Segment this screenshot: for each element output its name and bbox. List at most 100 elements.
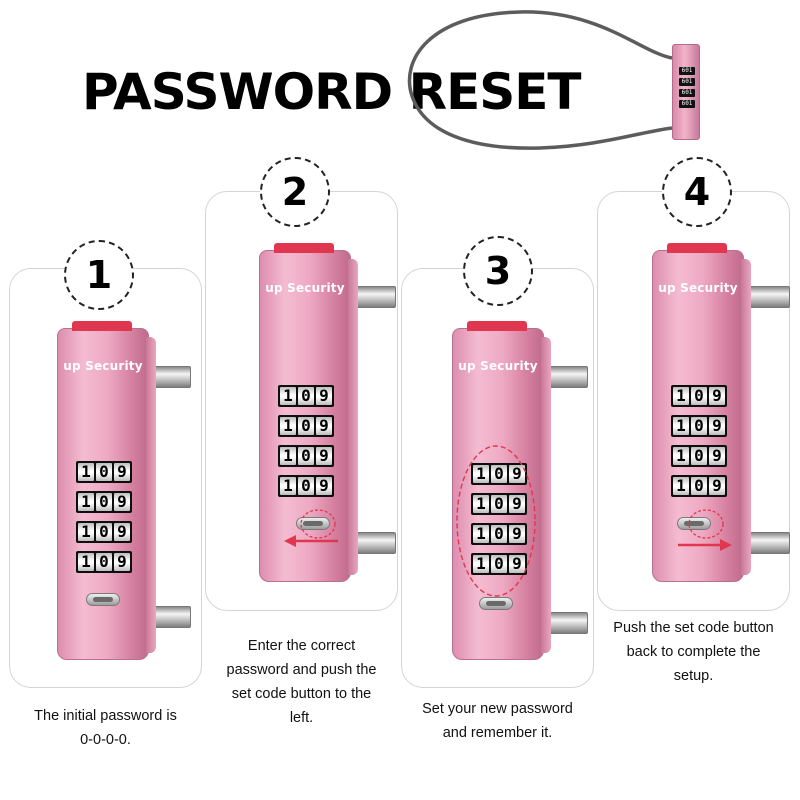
digit[interactable]: 1 [280, 417, 296, 435]
mini-dial: 601 [679, 78, 695, 86]
digit[interactable]: 9 [709, 477, 725, 495]
set-code-button[interactable] [677, 517, 711, 530]
step-caption-3: Set your new password and remember it. [401, 697, 594, 745]
digit[interactable]: 1 [473, 555, 489, 573]
digit[interactable]: 1 [473, 525, 489, 543]
digit[interactable]: 9 [709, 447, 725, 465]
digit[interactable]: 9 [509, 465, 525, 483]
digit[interactable]: 1 [78, 493, 94, 511]
step-number-1: 1 [64, 240, 134, 310]
brand-label: up Security [63, 359, 143, 373]
digit[interactable]: 0 [491, 525, 507, 543]
digit[interactable]: 0 [96, 493, 112, 511]
lock-top [274, 243, 334, 253]
brand-label: up Security [458, 359, 538, 373]
digit[interactable]: 1 [473, 465, 489, 483]
digit[interactable]: 1 [673, 417, 689, 435]
digit[interactable]: 0 [691, 387, 707, 405]
digit[interactable]: 1 [78, 463, 94, 481]
digit[interactable]: 0 [96, 523, 112, 541]
caption-line: and remember it. [442, 725, 553, 741]
set-code-button[interactable] [479, 597, 513, 610]
highlight-ellipse-icon [456, 445, 536, 597]
digit[interactable]: 0 [298, 477, 314, 495]
lock-side [348, 259, 358, 575]
mini-dial: 601 [679, 100, 695, 108]
digit[interactable]: 1 [673, 387, 689, 405]
digit[interactable]: 1 [280, 447, 296, 465]
step-caption-2: Enter the correct password and push the … [205, 634, 398, 730]
digit[interactable]: 9 [316, 447, 332, 465]
arrow-left-icon [284, 535, 338, 547]
digit[interactable]: 9 [316, 477, 332, 495]
lock-top [72, 321, 132, 331]
digit[interactable]: 9 [114, 523, 130, 541]
digit[interactable]: 0 [298, 447, 314, 465]
digit[interactable]: 0 [691, 417, 707, 435]
step-number-3: 3 [463, 236, 533, 306]
lock-side [146, 337, 156, 653]
digit[interactable]: 1 [78, 553, 94, 571]
lock-top [667, 243, 727, 253]
digit[interactable]: 9 [709, 387, 725, 405]
digit[interactable]: 9 [509, 495, 525, 513]
digit[interactable]: 9 [509, 525, 525, 543]
digit[interactable]: 0 [491, 495, 507, 513]
digit[interactable]: 9 [114, 553, 130, 571]
arrow-right-icon [678, 539, 732, 551]
lock-top [467, 321, 527, 331]
caption-line: 0-0-0-0. [80, 732, 131, 748]
digit[interactable]: 1 [673, 447, 689, 465]
page-title: PASSWORD RESET [82, 63, 582, 121]
digit[interactable]: 1 [673, 477, 689, 495]
mini-dial: 601 [679, 67, 695, 75]
digit[interactable]: 9 [509, 555, 525, 573]
brand-label: up Security [658, 281, 738, 295]
lock-side [741, 259, 751, 575]
digit[interactable]: 0 [298, 417, 314, 435]
digit[interactable]: 0 [691, 477, 707, 495]
caption-line: left. [289, 710, 314, 726]
digit[interactable]: 0 [491, 465, 507, 483]
digit[interactable]: 1 [280, 387, 296, 405]
digit[interactable]: 9 [316, 417, 332, 435]
set-code-button[interactable] [86, 593, 120, 606]
digit[interactable]: 0 [298, 387, 314, 405]
digit[interactable]: 0 [691, 447, 707, 465]
digit[interactable]: 9 [114, 493, 130, 511]
digit[interactable]: 1 [473, 495, 489, 513]
digit[interactable]: 9 [114, 463, 130, 481]
digit[interactable]: 9 [316, 387, 332, 405]
caption-line: setup. [673, 668, 714, 684]
digit[interactable]: 0 [96, 463, 112, 481]
highlight-circle-icon [300, 509, 336, 539]
brand-label: up Security [265, 281, 345, 295]
caption-line: Push the set code button [613, 620, 774, 636]
digit[interactable]: 9 [709, 417, 725, 435]
highlight-circle-icon [688, 509, 724, 539]
digit[interactable]: 0 [96, 553, 112, 571]
digit[interactable]: 1 [78, 523, 94, 541]
mini-dial: 601 [679, 89, 695, 97]
digit[interactable]: 0 [491, 555, 507, 573]
digit[interactable]: 1 [280, 477, 296, 495]
set-code-button[interactable] [296, 517, 330, 530]
